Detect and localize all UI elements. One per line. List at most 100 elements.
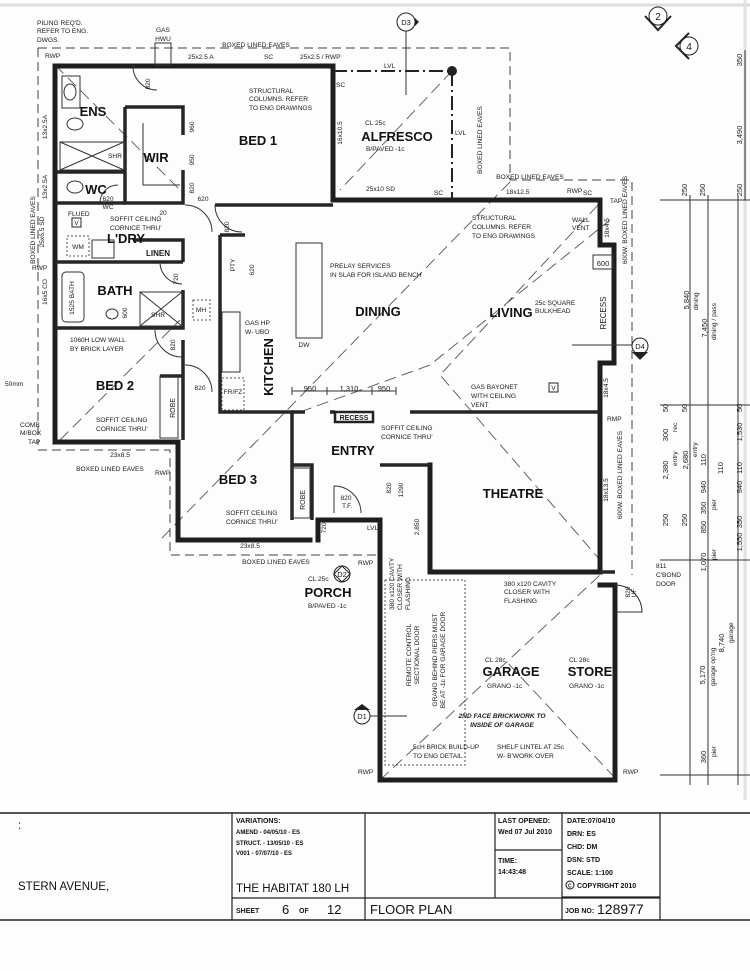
svg-text:20: 20 — [159, 210, 167, 217]
svg-text:C'BOND: C'BOND — [656, 572, 681, 579]
svg-text:50: 50 — [680, 404, 689, 412]
svg-text:garage: garage — [728, 622, 735, 643]
svg-text:380 x120 CAVITY: 380 x120 CAVITY — [389, 557, 396, 610]
svg-text:5,170: 5,170 — [698, 666, 707, 685]
svg-text:600: 600 — [122, 307, 129, 318]
trough-icon — [91, 239, 115, 259]
svg-text:RWP: RWP — [155, 470, 171, 477]
svg-text:1,530: 1,530 — [735, 423, 744, 442]
svg-text:950: 950 — [189, 154, 196, 165]
svg-text:250: 250 — [735, 184, 744, 197]
recess-entry-label: RECESS — [340, 415, 369, 422]
room-alfresco: ALFRESCO — [361, 129, 433, 144]
manhole-label: MH — [196, 307, 206, 314]
room-laundry: L'DRY — [107, 231, 145, 246]
svg-text:600W. BOXED LINED EAVES: 600W. BOXED LINED EAVES — [617, 430, 624, 519]
marker-d1: D1 — [353, 704, 407, 725]
room-entry: ENTRY — [331, 443, 375, 458]
external-walls — [52, 63, 618, 783]
svg-text:1060H LOW WALL: 1060H LOW WALL — [70, 337, 126, 344]
basin-icon — [105, 308, 119, 320]
svg-text:LVL: LVL — [384, 63, 396, 70]
svg-text:250: 250 — [680, 184, 689, 197]
vanity-icon — [61, 75, 81, 109]
svg-text:BY BRICK LAYER: BY BRICK LAYER — [70, 346, 124, 353]
svg-text:350: 350 — [735, 54, 744, 67]
svg-text:dining / pass: dining / pass — [711, 302, 718, 340]
fixtures — [59, 75, 466, 766]
svg-text:W- UBO: W- UBO — [245, 329, 269, 336]
checked-by: CHD: DM — [567, 844, 597, 851]
last-opened-label: LAST OPENED: — [498, 818, 550, 825]
svg-text:CORNICE THRU': CORNICE THRU' — [226, 519, 278, 526]
svg-text:5cH BRICK BUILD-UP: 5cH BRICK BUILD-UP — [413, 744, 480, 751]
svg-text:T.F.: T.F. — [342, 503, 352, 510]
room-garage: GARAGE — [482, 664, 539, 679]
svg-text:SC: SC — [583, 190, 592, 197]
svg-text:REMOTE CONTROL: REMOTE CONTROL — [406, 624, 413, 687]
dw-label: DW — [299, 342, 311, 349]
svg-text:940: 940 — [735, 481, 744, 494]
svg-text:2,380: 2,380 — [661, 461, 670, 480]
svg-text:CL 25c: CL 25c — [308, 576, 329, 583]
section-markers: D3 2 4 D4 D2 D1 V V — [71, 6, 699, 725]
svg-text:TO ENG DETAIL: TO ENG DETAIL — [413, 753, 463, 760]
internal-walls — [55, 105, 615, 574]
svg-text:M/BOX: M/BOX — [20, 430, 42, 437]
svg-text:50: 50 — [661, 404, 670, 412]
job-number: 128977 — [597, 901, 644, 917]
svg-text:LVL: LVL — [367, 525, 379, 532]
room-porch: PORCH — [305, 585, 352, 600]
svg-text:GRANO -1c: GRANO -1c — [569, 683, 605, 690]
svg-text:COLUMNS. REFER: COLUMNS. REFER — [472, 224, 531, 231]
copyright-icon — [565, 880, 575, 890]
variation-item: V001 - 07/07/10 - ES — [236, 851, 292, 857]
svg-text:250: 250 — [680, 514, 689, 527]
island-bench-dimensions: 950 1,310 950 — [304, 384, 391, 393]
robe-label: ROBE — [300, 490, 307, 510]
svg-text:CL 28c: CL 28c — [569, 657, 590, 664]
room-store: STORE — [568, 664, 613, 679]
svg-text:IN SLAB FOR ISLAND BENCH: IN SLAB FOR ISLAND BENCH — [330, 272, 422, 279]
marker-d2: D2 — [333, 565, 351, 583]
svg-text:2,680: 2,680 — [681, 451, 690, 470]
svg-text:1,070: 1,070 — [699, 553, 708, 572]
svg-text:TAP: TAP — [28, 439, 41, 446]
marker-2: 2 — [644, 6, 672, 32]
svg-text:380 x120 CAVITY: 380 x120 CAVITY — [504, 581, 557, 588]
svg-text:BOXED LINED EAVES: BOXED LINED EAVES — [496, 174, 564, 181]
svg-text:RMP: RMP — [607, 416, 622, 423]
svg-text:RWP: RWP — [623, 769, 639, 776]
cooktop-bench — [221, 311, 241, 373]
svg-text:950: 950 — [304, 384, 317, 393]
svg-text:FLASHING: FLASHING — [405, 577, 412, 610]
svg-text:D2: D2 — [337, 570, 347, 579]
svg-text:GAS HP: GAS HP — [245, 320, 271, 327]
room-bed3: BED 3 — [219, 472, 257, 487]
svg-text:23x8.5: 23x8.5 — [110, 452, 130, 459]
annotation-notes: PILING REQ'D. REFER TO ENG. DWGS. GAS HW… — [5, 20, 681, 776]
room-wir: WIR — [143, 150, 169, 165]
svg-text:DOOR: DOOR — [656, 581, 676, 588]
svg-text:25x6.5 SD: 25x6.5 SD — [39, 216, 46, 247]
svg-text:entry: entry — [672, 451, 679, 466]
svg-text:25x2.5 / RWP: 25x2.5 / RWP — [300, 54, 341, 61]
svg-text:RWP: RWP — [32, 265, 48, 272]
svg-text:VENT: VENT — [471, 402, 489, 409]
column-icon — [447, 66, 457, 76]
svg-text:25x2.5 A: 25x2.5 A — [188, 54, 214, 61]
svg-text:COLUMNS. REFER: COLUMNS. REFER — [249, 96, 308, 103]
date: DATE:07/04/10 — [567, 818, 615, 825]
member-sizes: 25x2.5 A 25x2.5 / RWP 16x10.5 25x10 SD 1… — [39, 54, 611, 550]
svg-text:FLUED: FLUED — [68, 211, 90, 218]
svg-text:350: 350 — [699, 502, 708, 515]
svg-text:820: 820 — [194, 385, 205, 392]
dimension-lines — [291, 50, 750, 785]
svg-text:4: 4 — [686, 42, 692, 53]
job-label: JOB NO: — [565, 908, 594, 915]
svg-text:BOXED LINED EAVES: BOXED LINED EAVES — [30, 196, 37, 264]
svg-text:COMB: COMB — [20, 422, 40, 429]
vent-label: V — [551, 385, 556, 392]
svg-text:820: 820 — [340, 495, 351, 502]
